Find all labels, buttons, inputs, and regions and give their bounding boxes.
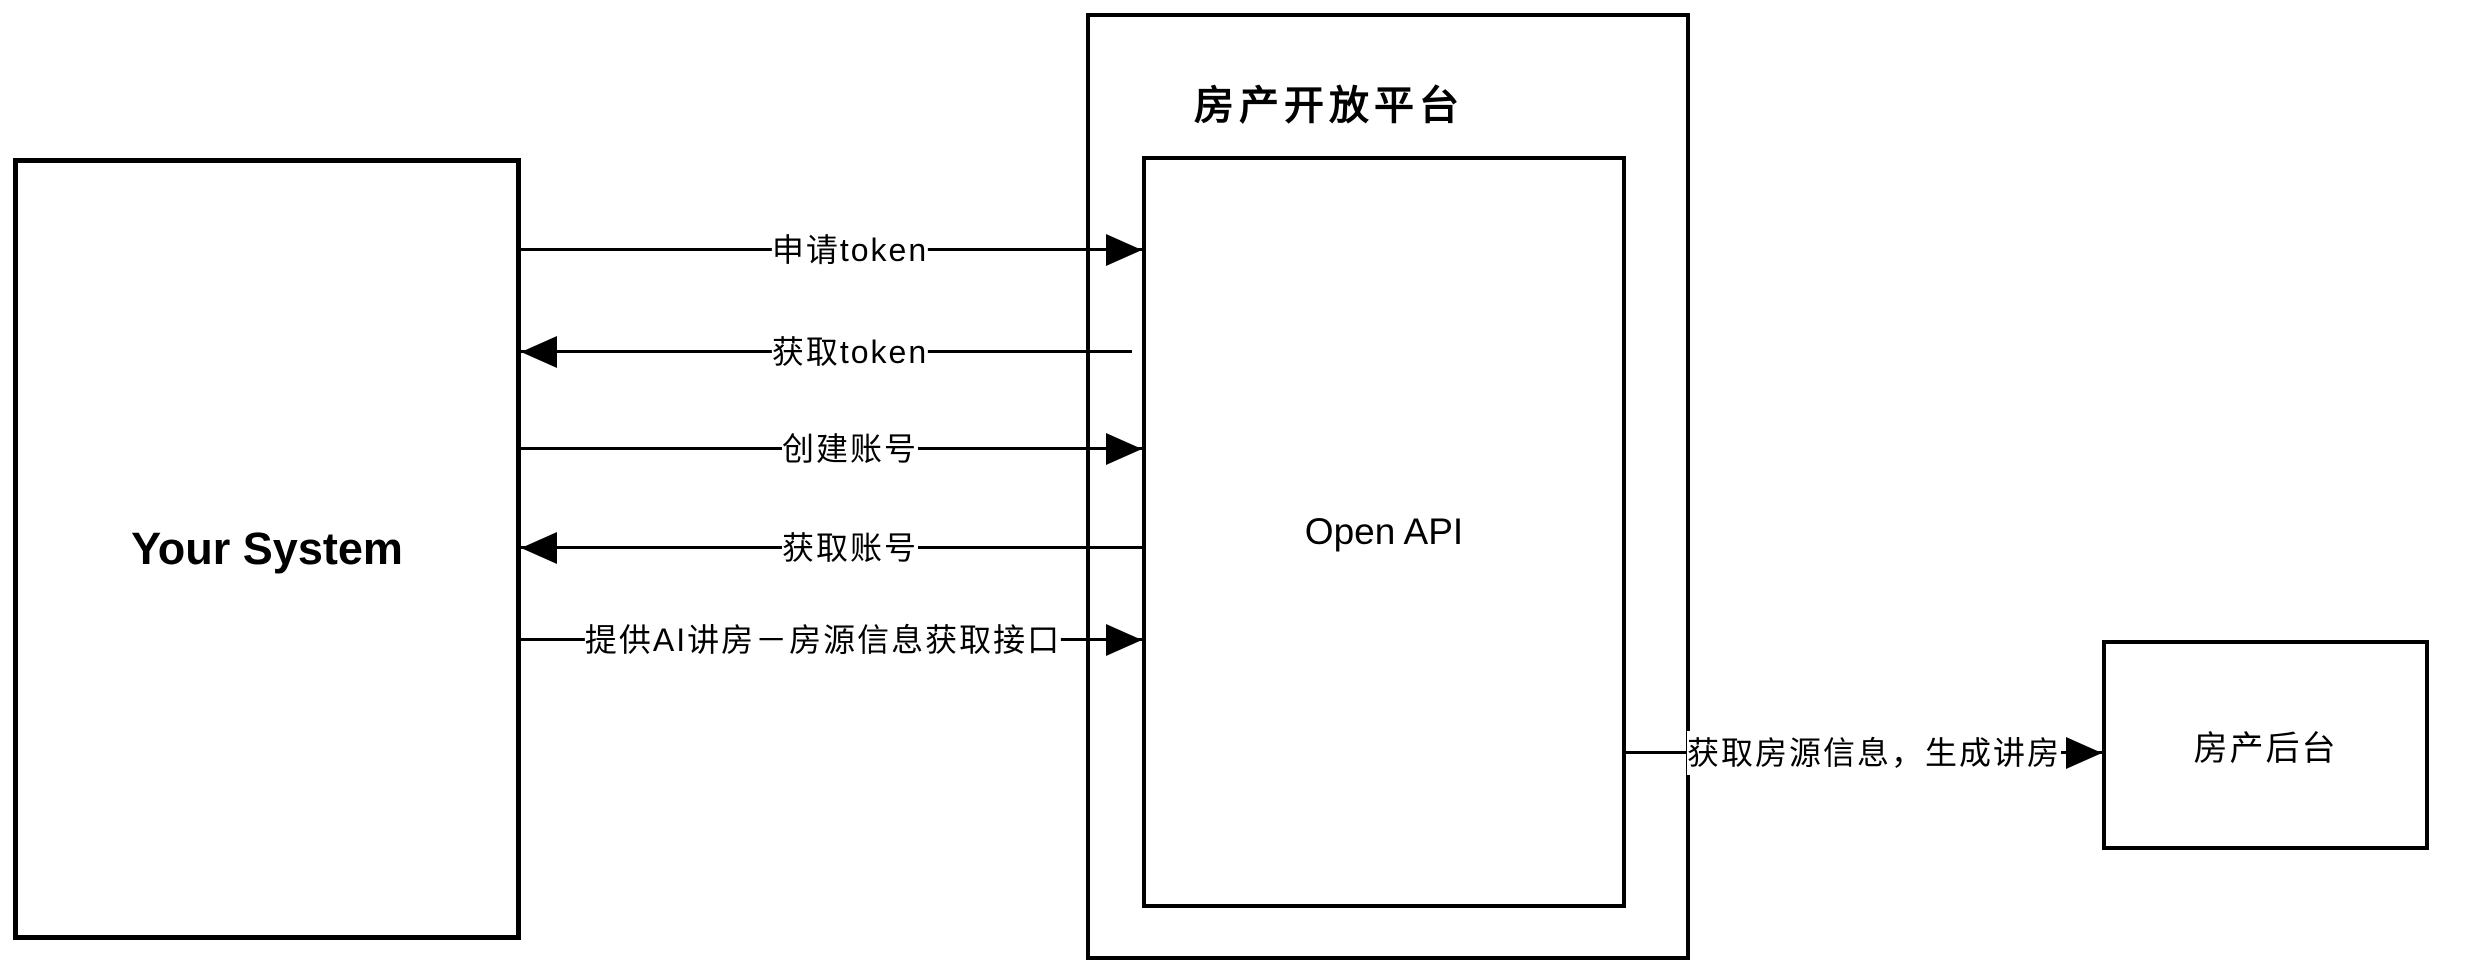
arrowhead-left-icon <box>521 336 557 368</box>
arrow-label: 创建账号 <box>781 427 919 471</box>
box-backend: 房产后台 <box>2102 640 2429 850</box>
box-open-api: Open API <box>1142 156 1626 908</box>
arrowhead-right-icon <box>1106 624 1142 656</box>
arrow-label: 提供AI讲房－房源信息获取接口 <box>584 618 1062 662</box>
arrow-label: 获取token <box>771 330 929 374</box>
arrow-label: 获取房源信息，生成讲房 <box>1686 731 2062 775</box>
box-platform-title: 房产开放平台 <box>1194 84 1464 128</box>
box-your-system: Your System <box>13 158 521 940</box>
arrow-label: 申请token <box>771 228 929 272</box>
box-backend-label: 房产后台 <box>2193 729 2338 768</box>
arrowhead-right-icon <box>1106 433 1142 465</box>
box-your-system-label: Your System <box>131 523 403 574</box>
arrowhead-left-icon <box>521 532 557 564</box>
arrowhead-right-icon <box>2066 737 2102 769</box>
arrowhead-right-icon <box>1106 234 1142 266</box>
box-open-api-label: Open API <box>1304 511 1464 552</box>
arrow-label: 获取账号 <box>781 526 919 570</box>
